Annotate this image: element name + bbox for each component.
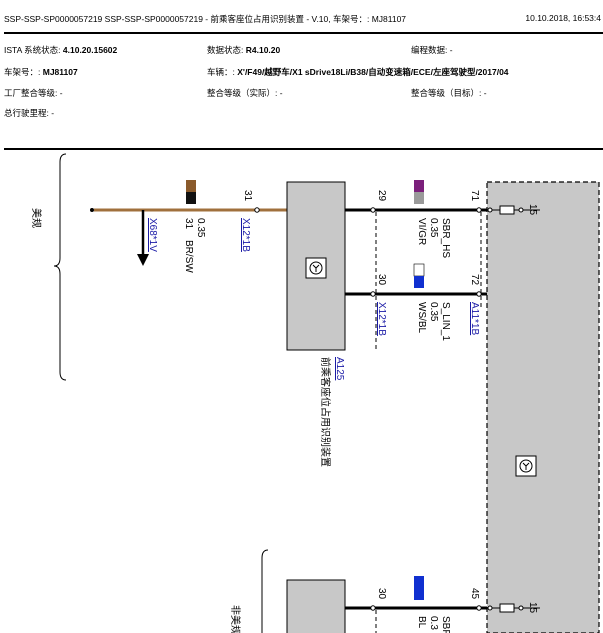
pin-29-label: 29 — [376, 190, 387, 202]
pin-71-label: 71 — [469, 190, 480, 202]
color-ws-bl: WS/BL — [416, 302, 427, 334]
signal-s-lin-1: S_LIN_1 — [440, 302, 451, 341]
document-date: 10.10.2018, 16:53:4 — [525, 13, 601, 23]
component-a125-name: 前乘客座位占用识别装置 — [319, 357, 332, 467]
pin-31-label: 31 — [242, 190, 253, 202]
region-bracket-top — [53, 153, 67, 381]
color-bl: BL — [416, 616, 427, 629]
factory-integration: 工厂整合等级: - — [4, 88, 63, 98]
diagram-divider — [4, 148, 603, 150]
fuse-bottom — [499, 603, 515, 613]
pin-30-lower-label: 30 — [376, 588, 387, 600]
header-divider — [4, 32, 603, 34]
ground-connector-link: X68*1V — [147, 218, 158, 252]
wire-id-label: 31 — [183, 218, 194, 230]
connector-x12-link: X12*1B — [240, 218, 251, 252]
vin: 车架号：: MJ81107 — [4, 67, 78, 77]
integration-actual: 整合等级（实际）: - — [207, 88, 283, 98]
total-mileage: 总行驶里程: - — [4, 108, 55, 118]
integration-target: 整合等级（目标）: - — [411, 88, 487, 98]
ground-arrow-icon — [137, 254, 149, 266]
gauge-vi-gr: 0.35 — [428, 218, 439, 238]
document-title: SSP-SSP-SP0000057219 SSP-SSP-SP000005721… — [4, 14, 407, 24]
component-a125-box-lower — [286, 579, 346, 633]
data-status: 数据状态: R4.10.20 — [207, 45, 281, 55]
wire-end-dot — [90, 208, 94, 212]
fuse-top-label: 15 — [527, 204, 538, 216]
pin-45-label: 45 — [469, 588, 480, 600]
pin-30-label: 30 — [376, 274, 387, 286]
fuse-bottom-label: 15 — [527, 602, 538, 614]
gauge-ws-bl: 0.35 — [428, 302, 439, 322]
color-swatch-ws-bl — [413, 263, 425, 277]
programming-data: 编程数据: - — [411, 45, 453, 55]
component-a125-link: A125 — [334, 357, 345, 381]
color-swatch-bl — [414, 576, 424, 600]
region-label-non-us: 非美规 — [229, 605, 242, 633]
pin-connector-31 — [254, 207, 260, 213]
color-swatch-br-sw — [186, 180, 196, 192]
wire-gauge-label: 0.35 — [195, 218, 206, 238]
signal-sbf: SBF — [440, 616, 451, 633]
ista-status: ISTA 系统状态: 4.10.20.15602 — [4, 45, 118, 55]
connector-a11-link: A11*1B — [469, 302, 480, 336]
vehicle: 车辆：: X'/F49/越野车/X1 sDrive18Li/B38/自动变速箱/… — [207, 67, 509, 77]
color-vi-gr: VI/GR — [416, 218, 427, 245]
right-component-box — [486, 181, 600, 633]
wiring-diagram: 美规 非美规 31 X68*1V 31 0.35 BR/SW X12*1B A1… — [30, 153, 600, 633]
connector-x12-mid-link: X12*1B — [376, 302, 387, 336]
region-bracket-bottom — [261, 549, 269, 633]
fuse-top — [499, 205, 515, 215]
wire-color-label: BR/SW — [183, 240, 194, 273]
color-swatch-vi-gr — [414, 180, 424, 192]
signal-sbr-hs: SBR_HS — [440, 218, 451, 258]
region-label-us: 美规 — [30, 208, 43, 228]
gauge-bl: 0.3 — [428, 616, 439, 630]
pin-72-label: 72 — [469, 274, 480, 286]
